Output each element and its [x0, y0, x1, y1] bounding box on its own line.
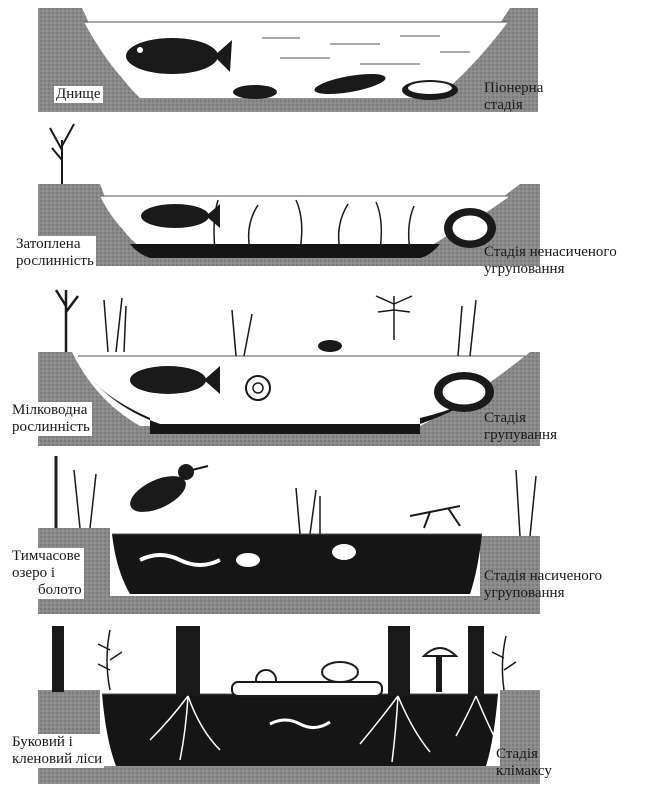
stage-1-right-line-1: Піонерна [484, 80, 543, 97]
snail-icon [236, 553, 260, 567]
stage-4-sediment [112, 534, 482, 594]
stage-5-left-line-2: кленовий ліси [12, 751, 102, 768]
stage-5-climax-panel [38, 626, 540, 784]
mussel-icon [402, 80, 458, 100]
stage-5-right-line-1: Стадія [496, 746, 552, 763]
stage-3-right-line-1: Стадія [484, 410, 557, 427]
snail-icon [246, 376, 270, 400]
stage-5-left-line-1: Буковий і [12, 734, 102, 751]
stage-2-left-label: Затоплена рослинність [14, 236, 96, 270]
stage-3-left-line-1: Мілководна [12, 402, 90, 419]
stage-3-right-label: Стадія групування [484, 410, 557, 444]
stage-4-left-label: Тимчасове озеро і болото [10, 548, 84, 599]
stage-4-right-line-2: угруповання [484, 585, 602, 602]
reed-icon [104, 298, 476, 356]
stage-2-right-line-1: Стадія ненасиченого [484, 244, 617, 261]
stage-4-right-line-1: Стадія насиченого [484, 568, 602, 585]
stage-1-left-label: Днище [54, 86, 103, 103]
turtle-icon [434, 372, 494, 412]
mushroom-icon [424, 648, 456, 692]
stage-4-left-line-2: озеро і [12, 565, 82, 582]
log-icon [232, 682, 382, 696]
stage-4-left-line-3: болото [12, 582, 82, 599]
stage-4-right-label: Стадія насиченого угруповання [484, 568, 602, 602]
bare-tree-icon [50, 124, 74, 184]
stage-3-left-label: Мілководна рослинність [10, 402, 92, 436]
stage-3-left-line-2: рослинність [12, 419, 90, 436]
grasshopper-icon [410, 506, 460, 528]
stage-4-left-line-1: Тимчасове [12, 548, 82, 565]
stage-2-sediment [130, 244, 440, 258]
stage-1-right-line-2: стадія [484, 97, 543, 114]
stage-5-left-label: Буковий і кленовий ліси [10, 734, 104, 768]
stage-5-soil [102, 694, 498, 766]
stage-1-left-line-1: Днище [56, 86, 101, 103]
stage-2-left-line-1: Затоплена [16, 236, 94, 253]
stage-5-right-line-2: клімаксу [496, 763, 552, 780]
stage-5-right-label: Стадія клімаксу [496, 746, 552, 780]
stage-2-unsaturated-panel [38, 124, 540, 266]
snail-icon [233, 85, 277, 99]
stage-1-pioneer-panel [38, 8, 538, 112]
frog-icon [318, 340, 342, 352]
stage-3-grouping-panel [38, 290, 540, 446]
turtle-icon [444, 208, 496, 248]
stage-3-right-line-2: групування [484, 427, 557, 444]
frog-icon [322, 662, 358, 682]
stage-2-left-line-2: рослинність [16, 253, 94, 270]
frog-icon [332, 544, 356, 560]
stage-2-right-label: Стадія ненасиченого угруповання [484, 244, 617, 278]
dragonfly-icon [376, 296, 412, 340]
bird-icon [125, 464, 208, 519]
stage-2-right-line-2: угруповання [484, 261, 617, 278]
stage-4-saturated-panel [38, 456, 540, 614]
tree-icon [56, 290, 78, 352]
stage-1-right-label: Піонерна стадія [484, 80, 543, 114]
